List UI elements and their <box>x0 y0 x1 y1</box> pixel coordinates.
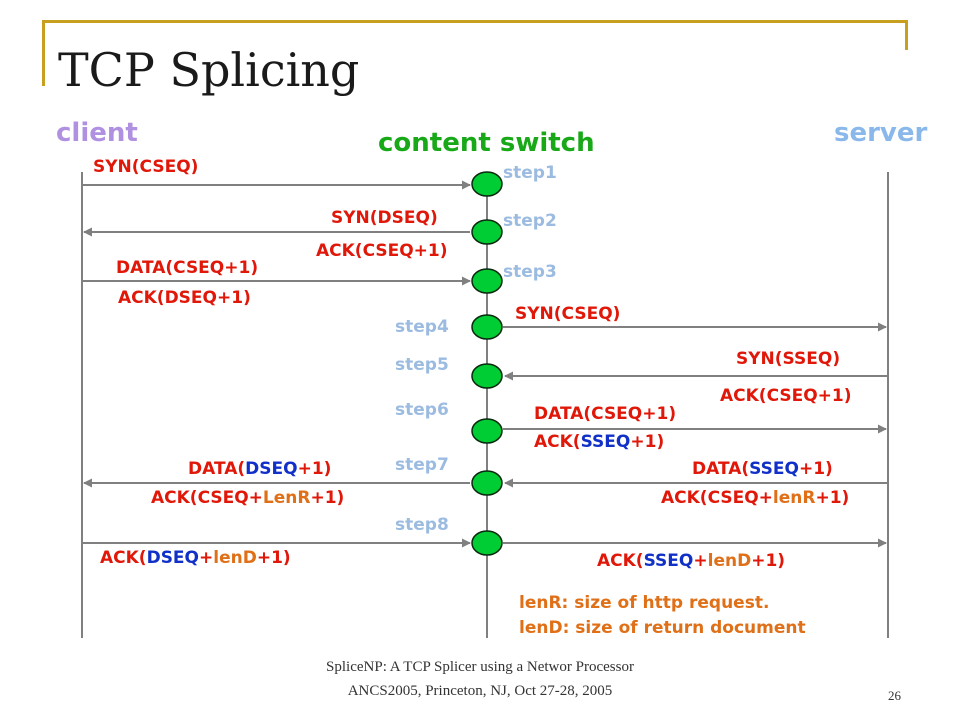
msg-segment: SSEQ <box>581 432 631 452</box>
msg-segment: DATA( <box>692 459 749 479</box>
msg-segment: +1) <box>257 548 291 568</box>
page-number: 26 <box>888 688 902 703</box>
content-switch-label: content switch <box>378 128 595 158</box>
msg-segment: ACK( <box>534 432 581 452</box>
step-label-7: step7 <box>395 455 449 475</box>
msg-segment: +1) <box>799 459 833 479</box>
server-label: server <box>834 118 928 148</box>
step-label-8: step8 <box>395 515 449 535</box>
footer-line-1: SpliceNP: A TCP Splicer using a Networ P… <box>326 659 634 675</box>
step-label-4: step4 <box>395 317 449 337</box>
msg-segment: SYN(CSEQ) <box>515 304 620 324</box>
msg-step6-data: DATA(CSEQ+1) <box>534 404 676 424</box>
legend-lenr: lenR: size of http request. <box>519 593 769 613</box>
client-label: client <box>56 118 138 148</box>
msg-step5-syn: SYN(SSEQ) <box>736 349 840 369</box>
switch-node-step7 <box>471 470 503 496</box>
switch-node-step8 <box>471 530 503 556</box>
msg-step7-client-ack: ACK(CSEQ+LenR+1) <box>151 488 344 508</box>
msg-segment: lenR <box>773 488 816 508</box>
msg-segment: lenD <box>708 551 752 571</box>
msg-segment: + <box>693 551 707 571</box>
step-label-6: step6 <box>395 400 449 420</box>
msg-segment: ACK(CSEQ+ <box>151 488 263 508</box>
msg-segment: +1) <box>751 551 785 571</box>
slide-title: TCP Splicing <box>58 43 359 97</box>
msg-step5-ack: ACK(CSEQ+1) <box>720 386 852 406</box>
msg-segment: DATA(CSEQ+1) <box>116 258 258 278</box>
msg-segment: ACK(CSEQ+1) <box>316 241 448 261</box>
msg-segment: LenR <box>263 488 311 508</box>
msg-segment: SYN(SSEQ) <box>736 349 840 369</box>
msg-segment: +1) <box>815 488 849 508</box>
step-label-5: step5 <box>395 355 449 375</box>
msg-step3-ack: ACK(DSEQ+1) <box>118 288 251 308</box>
msg-segment: +1) <box>630 432 664 452</box>
msg-step6-ack: ACK(SSEQ+1) <box>534 432 664 452</box>
step-label-2: step2 <box>503 211 557 231</box>
msg-segment: DSEQ <box>245 459 297 479</box>
msg-segment: SYN(DSEQ) <box>331 208 438 228</box>
msg-step2-syn: SYN(DSEQ) <box>331 208 438 228</box>
msg-segment: ACK(DSEQ+1) <box>118 288 251 308</box>
msg-segment: +1) <box>310 488 344 508</box>
msg-segment: lenD <box>213 548 257 568</box>
msg-segment: SYN(CSEQ) <box>93 157 198 177</box>
title-corner-decoration <box>42 20 908 86</box>
msg-step7-server-data: DATA(SSEQ+1) <box>692 459 833 479</box>
legend-lend: lenD: size of return document <box>519 618 806 638</box>
msg-segment: SSEQ <box>644 551 694 571</box>
msg-segment: ACK(CSEQ+ <box>661 488 773 508</box>
msg-step8-client-ack: ACK(DSEQ+lenD+1) <box>100 548 291 568</box>
msg-step7-server-ack: ACK(CSEQ+lenR+1) <box>661 488 849 508</box>
switch-node-step3 <box>471 268 503 294</box>
step-label-1: step1 <box>503 163 557 183</box>
msg-segment: ACK(CSEQ+1) <box>720 386 852 406</box>
msg-step1-syn: SYN(CSEQ) <box>93 157 198 177</box>
msg-step4-syn: SYN(CSEQ) <box>515 304 620 324</box>
switch-node-step1 <box>471 171 503 197</box>
msg-segment: DATA( <box>188 459 245 479</box>
msg-segment: DATA(CSEQ+1) <box>534 404 676 424</box>
footer-line-2: ANCS2005, Princeton, NJ, Oct 27-28, 2005 <box>348 683 613 699</box>
msg-segment: ACK( <box>100 548 147 568</box>
msg-step2-ack: ACK(CSEQ+1) <box>316 241 448 261</box>
switch-node-step5 <box>471 363 503 389</box>
msg-segment: +1) <box>298 459 332 479</box>
switch-node-step6 <box>471 418 503 444</box>
msg-segment: ACK( <box>597 551 644 571</box>
step-label-3: step3 <box>503 262 557 282</box>
msg-step7-client-data: DATA(DSEQ+1) <box>188 459 331 479</box>
msg-step3-data: DATA(CSEQ+1) <box>116 258 258 278</box>
msg-segment: SSEQ <box>749 459 799 479</box>
msg-segment: + <box>199 548 213 568</box>
msg-segment: DSEQ <box>147 548 199 568</box>
switch-node-step2 <box>471 219 503 245</box>
switch-node-step4 <box>471 314 503 340</box>
msg-step8-server-ack: ACK(SSEQ+lenD+1) <box>597 551 785 571</box>
